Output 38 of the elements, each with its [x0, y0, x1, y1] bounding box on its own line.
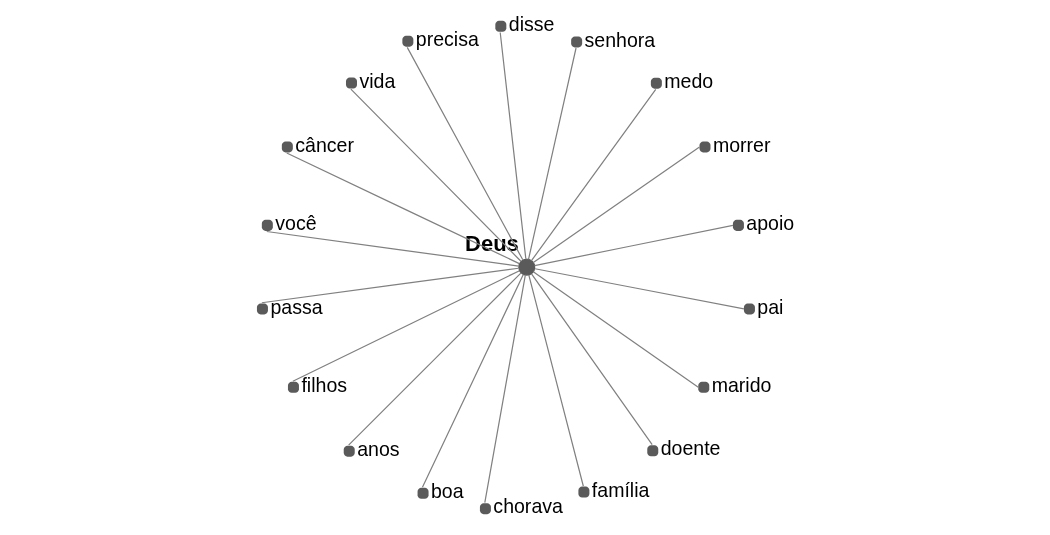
node-label: anos [356, 437, 400, 460]
connector [260, 267, 519, 304]
node-label: senhora [584, 28, 655, 51]
node-label: morrer [712, 133, 770, 156]
node-label: Deus [464, 231, 519, 257]
connector [265, 230, 519, 267]
connector [530, 88, 656, 261]
connector [527, 274, 584, 487]
connector [347, 272, 521, 446]
connector [532, 146, 700, 264]
node-label: doente [660, 437, 721, 460]
connector [533, 224, 734, 267]
node-label: marido [711, 373, 771, 396]
connector [530, 273, 653, 446]
connector [421, 273, 524, 488]
node-label: passa [269, 295, 323, 318]
connector [291, 270, 520, 382]
connector [532, 271, 699, 388]
node-label: disse [508, 13, 554, 36]
node-label: família [591, 478, 649, 501]
connector [285, 152, 520, 265]
node-label: câncer [294, 133, 354, 156]
connector [527, 47, 577, 260]
connector [533, 268, 745, 310]
node-label: filhos [300, 373, 347, 396]
node-label: apoio [745, 212, 794, 235]
node-label: precisa [415, 27, 479, 50]
node-label: você [274, 212, 317, 235]
node-label: boa [430, 479, 464, 502]
node-label: pai [756, 295, 783, 318]
node-label: vida [358, 69, 395, 92]
connector [406, 46, 523, 261]
node-label: medo [663, 69, 713, 92]
connector [349, 88, 522, 262]
node-label: chorava [492, 495, 563, 518]
connector [499, 31, 526, 260]
connector [483, 274, 526, 504]
node-circle [517, 258, 535, 276]
